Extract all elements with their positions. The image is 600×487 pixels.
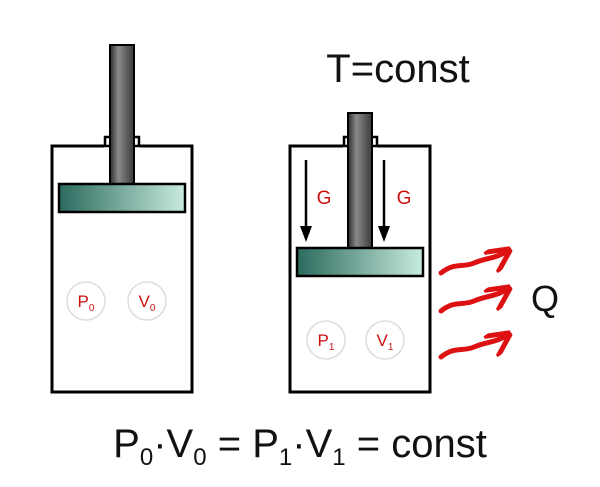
weight-arrow-right — [378, 160, 390, 242]
title: T=const — [326, 47, 469, 91]
left-pressure-bubble — [66, 281, 106, 321]
left-piston-rod — [109, 44, 135, 186]
weight-label-left: G — [317, 188, 332, 209]
left-volume-bubble — [127, 281, 167, 321]
left-cylinder: P0 V0 — [50, 44, 194, 394]
right-pressure-bubble — [306, 320, 346, 360]
left-cylinder-wall — [50, 144, 194, 394]
right-piston — [295, 246, 425, 278]
heat-label: Q — [531, 278, 559, 319]
heat-arrows — [438, 250, 509, 360]
left-pressure-label: P0 — [78, 292, 95, 314]
left-piston — [57, 182, 187, 214]
right-volume-bubble — [365, 320, 405, 360]
left-volume-label: V0 — [139, 292, 156, 314]
heat-arrow-icon-top — [438, 250, 509, 276]
heat-arrow-icon-bottom — [438, 334, 509, 360]
heat-arrow-icon-middle — [438, 288, 509, 314]
weight-label-right: G — [397, 188, 412, 209]
right-pressure-label: P1 — [318, 331, 335, 353]
right-volume-label: V1 — [377, 331, 394, 353]
weight-arrow-left — [300, 160, 312, 242]
right-piston-rod — [347, 112, 373, 250]
isothermal-equation: P0·V0 = P1·V1 = const — [113, 422, 487, 471]
right-cylinder-wall — [288, 144, 432, 394]
right-cylinder: G G P1 V1 — [288, 112, 432, 394]
